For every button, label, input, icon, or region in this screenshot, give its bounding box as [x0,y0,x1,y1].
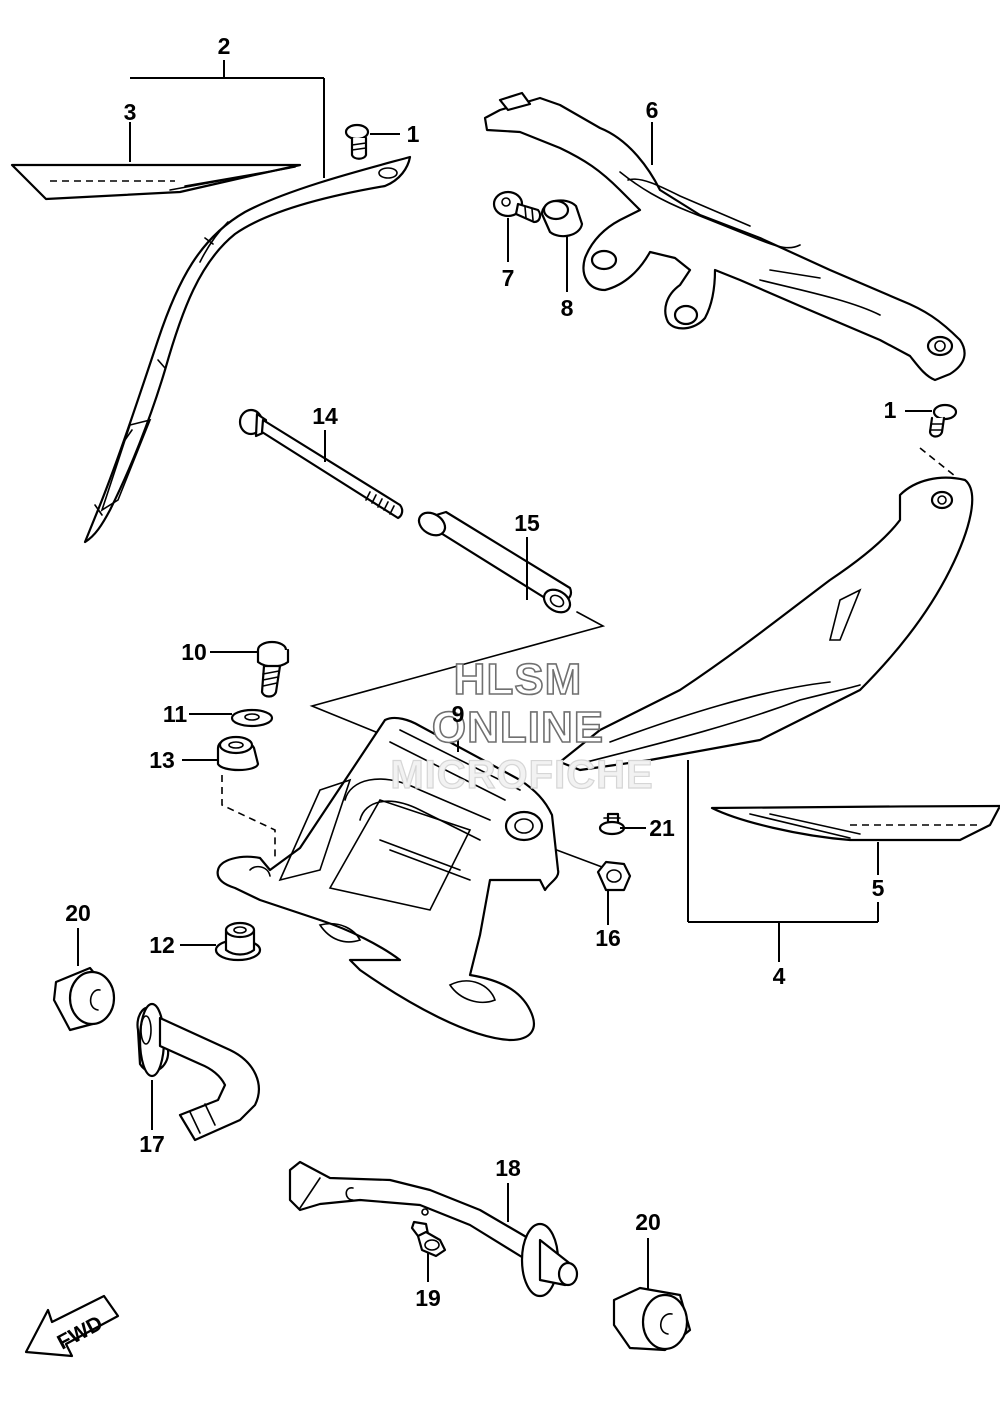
part-4-curved-rail [558,476,974,772]
callout-4: 4 [773,963,786,989]
guide-line-collar [309,611,606,751]
callout-9: 9 [452,701,465,727]
callout-10: 10 [181,639,207,665]
callout-20-bottom: 20 [635,1209,661,1235]
callout-21: 21 [649,815,675,841]
part-11-washer [230,708,274,728]
part-2-curved-rail [83,155,412,544]
callout-18: 18 [495,1155,521,1181]
part-1-screw-top [344,123,370,160]
leader-2-3 [129,60,325,178]
part-1-screw-right [928,403,958,438]
part-3-cover-strip [10,163,302,201]
dashed-line-1 [919,447,961,481]
leader-4-5 [687,760,879,962]
part-13-grommet [216,735,260,772]
watermark-line1: HLSM [454,655,583,704]
part-16-nut [596,860,632,892]
part-5-cover-strip [710,804,1000,842]
part-10-bolt [256,640,290,698]
part-17-pipe-bracket [136,1002,260,1142]
callout-11: 11 [163,701,188,727]
part-20-rubber-left [52,966,116,1032]
callout-8: 8 [561,295,574,321]
part-18-stay [288,1160,579,1298]
callout-1-top: 1 [407,121,420,147]
callout-1-right: 1 [884,397,897,423]
part-14-long-bolt [238,408,404,520]
callout-6: 6 [646,97,659,123]
callout-17: 17 [139,1131,165,1157]
part-20-rubber-bottom [612,1286,692,1352]
callout-12: 12 [149,932,175,958]
part-12-collar [214,921,262,962]
part-6-bracket [483,91,966,382]
watermark: HLSM ONLINE MICROFICHE [390,654,654,797]
callout-5: 5 [872,875,885,901]
callout-20-left: 20 [65,900,91,926]
callout-16: 16 [595,925,621,951]
callout-2: 2 [218,33,231,59]
part-21-bolt [598,812,626,836]
part-8-cushion [540,199,584,238]
callout-14: 14 [312,403,338,429]
callout-labels: 2 3 1 6 7 8 1 14 15 10 11 13 9 21 5 16 4… [65,33,896,1311]
watermark-line3: MICROFICHE [390,753,653,797]
watermark-line2: ONLINE [432,703,604,752]
part-7-bolt [492,190,542,224]
fwd-direction-badge: FWD [24,1294,120,1358]
callout-15: 15 [514,510,540,536]
part-15-collar [417,510,573,614]
callout-3: 3 [124,99,137,125]
dashed-line-13 [221,775,276,860]
fwd-arrow-icon [24,1294,120,1358]
part-19-bolt [410,1220,447,1258]
callout-7: 7 [502,265,515,291]
callout-19: 19 [415,1285,441,1311]
part-9-main-bracket [216,716,560,1042]
callout-13: 13 [149,747,175,773]
